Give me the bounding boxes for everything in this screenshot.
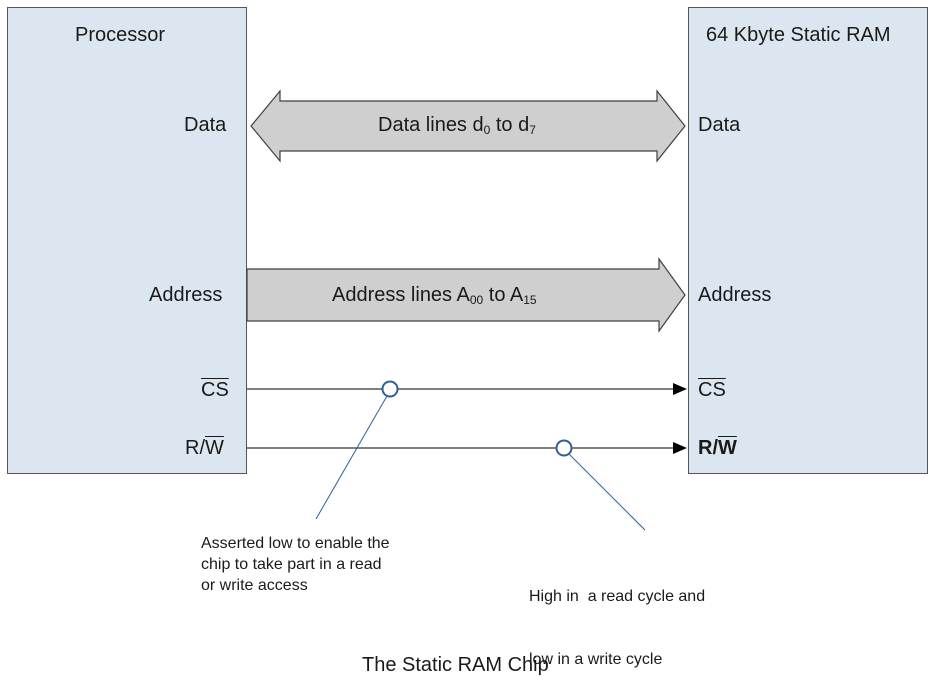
ram-rw-write: W (718, 437, 737, 459)
data-bus-label-prefix: Data lines d (378, 114, 484, 136)
cs-note-line: chip to take part in a read (201, 556, 382, 573)
processor-block (7, 7, 247, 474)
cs-note-line: Asserted low to enable the (201, 535, 390, 552)
ram-rw-read: R/ (698, 437, 718, 459)
ram-title: 64 Kbyte Static RAM (706, 24, 891, 46)
figure-caption: The Static RAM Chip (362, 654, 549, 676)
address-bus-arrow (246, 257, 686, 333)
address-bus-label: Address lines A00 to A15 (332, 285, 537, 306)
processor-address-label: Address (149, 284, 223, 306)
rw-callout-marker (555, 439, 573, 457)
processor-rw-read: R/ (185, 437, 205, 459)
ram-data-label: Data (698, 114, 741, 136)
address-bus-label-prefix: Address lines A (332, 284, 470, 306)
cs-note-line: or write access (201, 577, 308, 594)
cs-note: Asserted low to enable the chip to take … (201, 533, 390, 596)
cs-arrowhead (673, 383, 687, 395)
ram-cs-label: CS (698, 379, 726, 401)
data-bus-label-mid: to d (490, 114, 530, 136)
processor-data-label: Data (184, 114, 227, 136)
processor-title: Processor (75, 24, 166, 46)
processor-rw-write: W (205, 437, 224, 459)
data-bus-start-index: 0 (483, 123, 491, 137)
processor-cs-label: CS (201, 379, 229, 401)
rw-note-line: low in a write cycle (529, 651, 663, 668)
address-bus-label-mid: to A (483, 284, 524, 306)
data-bus-arrow (250, 89, 686, 163)
data-bus-label: Data lines d0 to d7 (378, 115, 536, 136)
address-bus-start-index: 00 (469, 293, 484, 307)
rw-callout-leader (568, 453, 646, 531)
cs-callout-leader (315, 395, 388, 520)
processor-rw-label: R/W (185, 438, 224, 458)
rw-arrowhead (673, 442, 687, 454)
cs-callout-marker (381, 380, 399, 398)
ram-rw-label: R/W (698, 438, 737, 458)
address-bus-end-index: 15 (523, 293, 537, 307)
ram-block (688, 7, 928, 474)
rw-note: High in a read cycle and low in a write … (529, 544, 705, 691)
ram-address-label: Address (698, 284, 772, 306)
data-bus-end-index: 7 (529, 123, 536, 137)
rw-note-line: High in a read cycle and (529, 588, 706, 605)
